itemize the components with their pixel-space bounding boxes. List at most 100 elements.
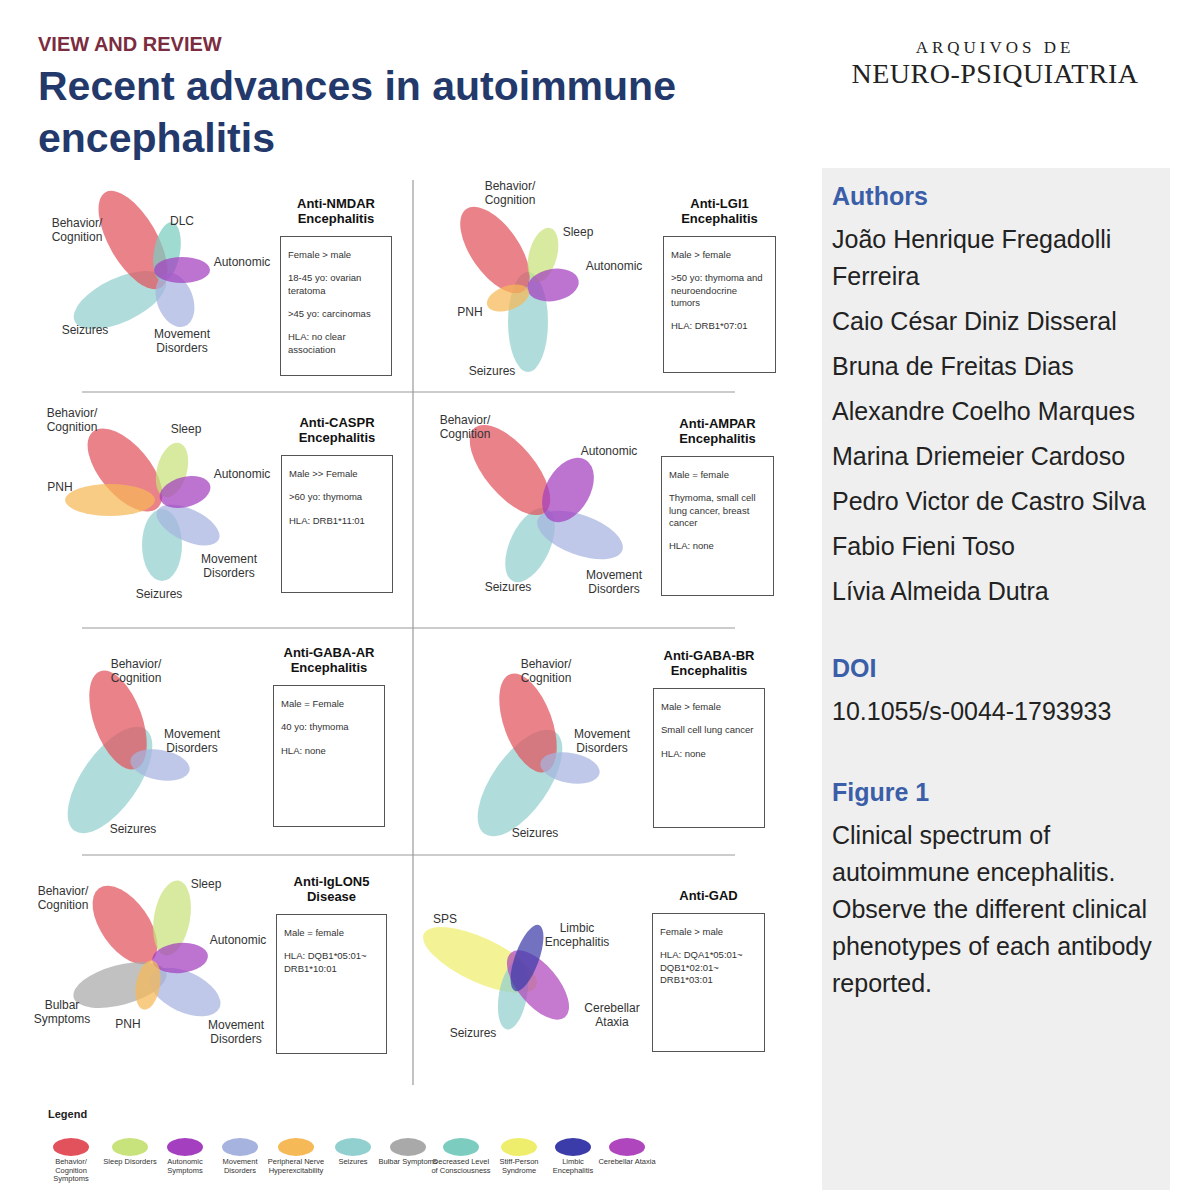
panel-text: Bruna de Freitas Dias [832,348,1162,385]
box-text: Female > male [288,249,384,261]
phenotype-label: Sleep [542,226,614,240]
legend-text: Stiff-Person Syndrome [488,1158,550,1175]
phenotype-label: Movement Disorders [578,569,650,597]
box-text: HLA: DQA1*05:01~ DQB1*02:01~ DRB1*03:01 [660,949,757,986]
phenotype-label: Behavior/ Cognition [510,658,582,686]
feature-box: Anti-LGI1 EncephalitisMale > female>50 y… [663,236,776,373]
phenotype-label: Autonomic [206,256,278,270]
phenotype-label: Behavior/ Cognition [429,414,501,442]
box-text: HLA: DQB1*05:01~ DRB1*10:01 [284,950,379,975]
legend-text: Behavior/ Cognition Symptoms [40,1158,102,1184]
info-panel: AuthorsJoão Henrique Fregadolli Ferreira… [822,168,1170,1190]
box-text: Male = female [284,927,379,939]
legend-text: Decreased Level of Consciousness [430,1158,492,1175]
phenotype-label: Behavior/ Cognition [100,658,172,686]
box-text: Male = Female [281,698,377,710]
phenotype-label: Movement Disorders [200,1019,272,1047]
box-text: Small cell lung cancer [661,724,757,736]
legend-swatch [390,1138,426,1156]
phenotype-label: Sleep [150,423,222,437]
legend-swatch [501,1138,537,1156]
panel-text: 10.1055/s-0044-1793933 [832,693,1162,730]
phenotype-label: Seizures [437,1027,509,1041]
panel-text: Alexandre Coelho Marques [832,393,1162,430]
legend-text: Cerebellar Ataxia [596,1158,658,1167]
legend-text: Sleep Disorders [99,1158,161,1167]
panel-heading: DOI [832,650,1162,687]
divider-line [82,391,735,392]
phenotype-label: Behavior/ Cognition [27,885,99,913]
box-text: >50 yo: thymoma and neuroendocrine tumor… [671,272,768,309]
phenotype-petal [156,471,214,513]
box-text: >45 yo: carcinomas [288,308,384,320]
phenotype-label: Seizures [97,823,169,837]
box-text: HLA: none [669,540,766,552]
legend-swatch [112,1138,148,1156]
legend-swatch [53,1138,89,1156]
box-text: Thymoma, small cell lung cancer, breast … [669,492,766,529]
phenotype-label: PNH [24,481,96,495]
box-text: HLA: none [281,745,377,757]
box-heading: Anti-GABA-BR Encephalitis [647,648,772,679]
divider-line [82,854,735,855]
phenotype-label: Seizures [472,581,544,595]
box-text: HLA: DRB1*07:01 [671,320,768,332]
phenotype-label: PNH [92,1018,164,1032]
phenotype-petal [132,958,164,1011]
panel-text: Marina Driemeier Cardoso [832,438,1162,475]
panel-text: João Henrique Fregadolli Ferreira [832,221,1162,295]
legend-text: Peripheral Nerve Hyperexcitability [265,1158,327,1175]
divider-line [82,627,735,628]
box-text: HLA: no clear association [288,331,384,356]
phenotype-label: Behavior/ Cognition [474,180,546,208]
phenotype-label: Limbic Encephalitis [541,922,613,950]
phenotype-label: Movement Disorders [146,328,218,356]
phenotype-label: Seizures [123,588,195,602]
panel-text: Caio César Diniz Disseral [832,303,1162,340]
panel-text: Lívia Almeida Dutra [832,573,1162,610]
box-heading: Anti-NMDAR Encephalitis [274,196,399,227]
feature-box: Anti-GADFemale > maleHLA: DQA1*05:01~ DQ… [652,913,765,1052]
legend-text: Autonomic Symptoms [154,1158,216,1175]
panel-text: Fabio Fieni Toso [832,528,1162,565]
feature-box: Anti-IgLON5 DiseaseMale = femaleHLA: DQB… [276,914,387,1054]
legend-swatch [443,1138,479,1156]
legend-swatch [278,1138,314,1156]
phenotype-petal [525,265,582,306]
box-text: HLA: DRB1*11:01 [289,515,385,527]
phenotype-label: Seizures [456,365,528,379]
section-kicker: VIEW AND REVIEW [38,33,222,56]
phenotype-label: PNH [434,306,506,320]
journal-name: NEURO-PSIQUIATRIA [852,58,1139,90]
legend-swatch [609,1138,645,1156]
box-text: 40 yo: thymoma [281,721,377,733]
phenotype-petal [504,921,550,995]
phenotype-label: Movement Disorders [193,553,265,581]
panel-text: Clinical spectrum of autoimmune encephal… [832,817,1162,1002]
phenotype-label: DLC [146,215,218,229]
phenotype-label: Movement Disorders [566,728,638,756]
box-text: Female > male [660,926,757,938]
legend-swatch [167,1138,203,1156]
box-heading: Anti-AMPAR Encephalitis [655,416,780,447]
feature-box: Anti-GABA-BR EncephalitisMale > femaleSm… [653,688,765,828]
feature-box: Anti-AMPAR EncephalitisMale = femaleThym… [661,456,774,596]
feature-box: Anti-CASPR EncephalitisMale >> Female>60… [281,455,393,593]
phenotype-label: Autonomic [573,445,645,459]
box-text: Male > female [661,701,757,713]
legend-text: Movement Disorders [209,1158,271,1175]
box-heading: Anti-CASPR Encephalitis [275,415,400,446]
panel-heading: Figure 1 [832,774,1162,811]
phenotype-label: Sleep [170,878,242,892]
legend-swatch [335,1138,371,1156]
panel-heading: Authors [832,178,1162,215]
feature-box: Anti-NMDAR EncephalitisFemale > male18-4… [280,236,392,376]
box-heading: Anti-LGI1 Encephalitis [657,196,782,227]
box-text: Male = female [669,469,766,481]
phenotype-label: Autonomic [206,468,278,482]
phenotype-label: Cerebellar Ataxia [576,1002,648,1030]
panel-text: Pedro Victor de Castro Silva [832,483,1162,520]
phenotype-label: Bulbar Symptoms [26,999,98,1027]
phenotype-label: Movement Disorders [156,728,228,756]
